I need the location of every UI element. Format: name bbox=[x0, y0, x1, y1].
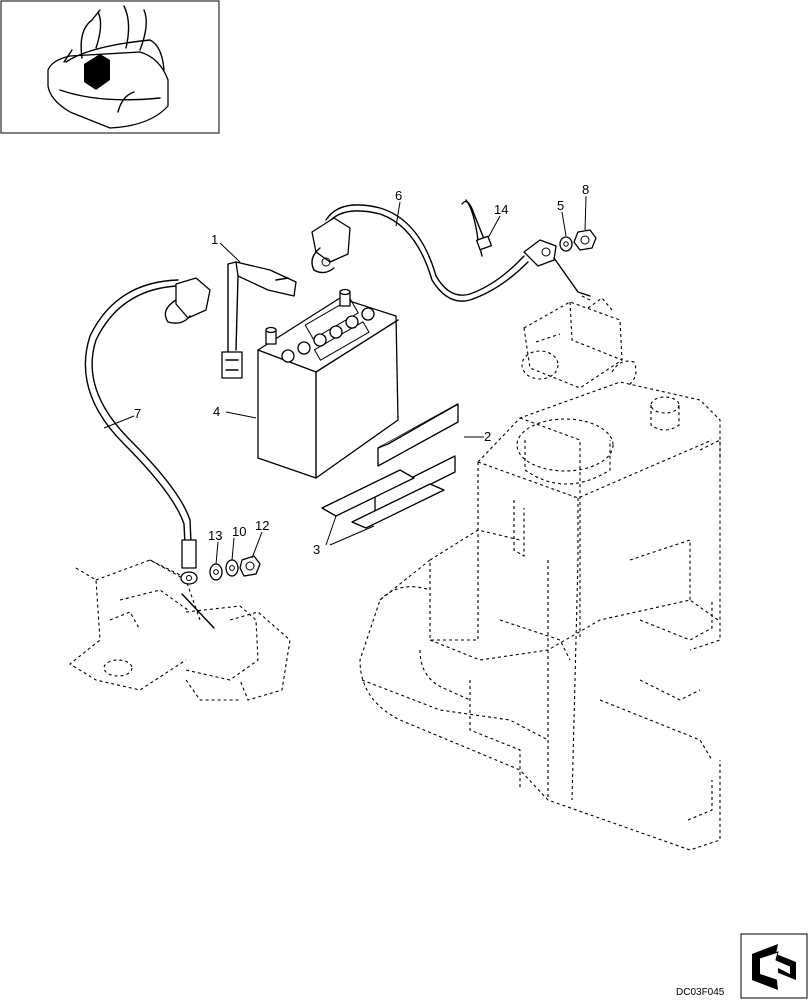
nut-part-12 bbox=[239, 555, 261, 577]
callout-13: 13 bbox=[208, 528, 222, 543]
navigation-arrow-icon[interactable] bbox=[740, 933, 808, 999]
callout-4: 4 bbox=[213, 404, 220, 419]
callout-labels: 1 2 3 4 5 6 7 8 10 12 13 14 bbox=[134, 182, 589, 557]
battery-pad-part-3 bbox=[321, 469, 445, 529]
callout-12: 12 bbox=[255, 518, 269, 533]
washer-part-10 bbox=[225, 559, 239, 577]
cable-tie-part-14 bbox=[461, 199, 492, 257]
leader-lines bbox=[103, 195, 587, 565]
hold-down-bracket-part-1 bbox=[221, 261, 297, 379]
callout-6: 6 bbox=[395, 188, 402, 203]
callout-1: 1 bbox=[211, 232, 218, 247]
nut-part-8 bbox=[573, 229, 597, 251]
callout-14: 14 bbox=[494, 202, 508, 217]
callout-10: 10 bbox=[232, 524, 246, 539]
battery-part-4 bbox=[257, 288, 399, 479]
callout-7: 7 bbox=[134, 406, 141, 421]
washer-part-13 bbox=[209, 563, 223, 581]
negative-cable-part-7 bbox=[84, 277, 215, 629]
callout-3: 3 bbox=[313, 542, 320, 557]
machine-frame-dashed bbox=[359, 360, 721, 851]
callout-5: 5 bbox=[557, 198, 564, 213]
drawing-code: DC03F045 bbox=[676, 987, 725, 998]
chassis-mount-dashed bbox=[69, 559, 291, 701]
starter-motor-dashed bbox=[521, 295, 623, 389]
positive-cable-part-6 bbox=[311, 204, 591, 302]
callout-2: 2 bbox=[484, 429, 491, 444]
callout-8: 8 bbox=[582, 182, 589, 197]
battery-pad-part-2 bbox=[374, 403, 459, 513]
machine-location-inset-icon bbox=[0, 0, 220, 134]
washer-part-5 bbox=[559, 236, 573, 252]
